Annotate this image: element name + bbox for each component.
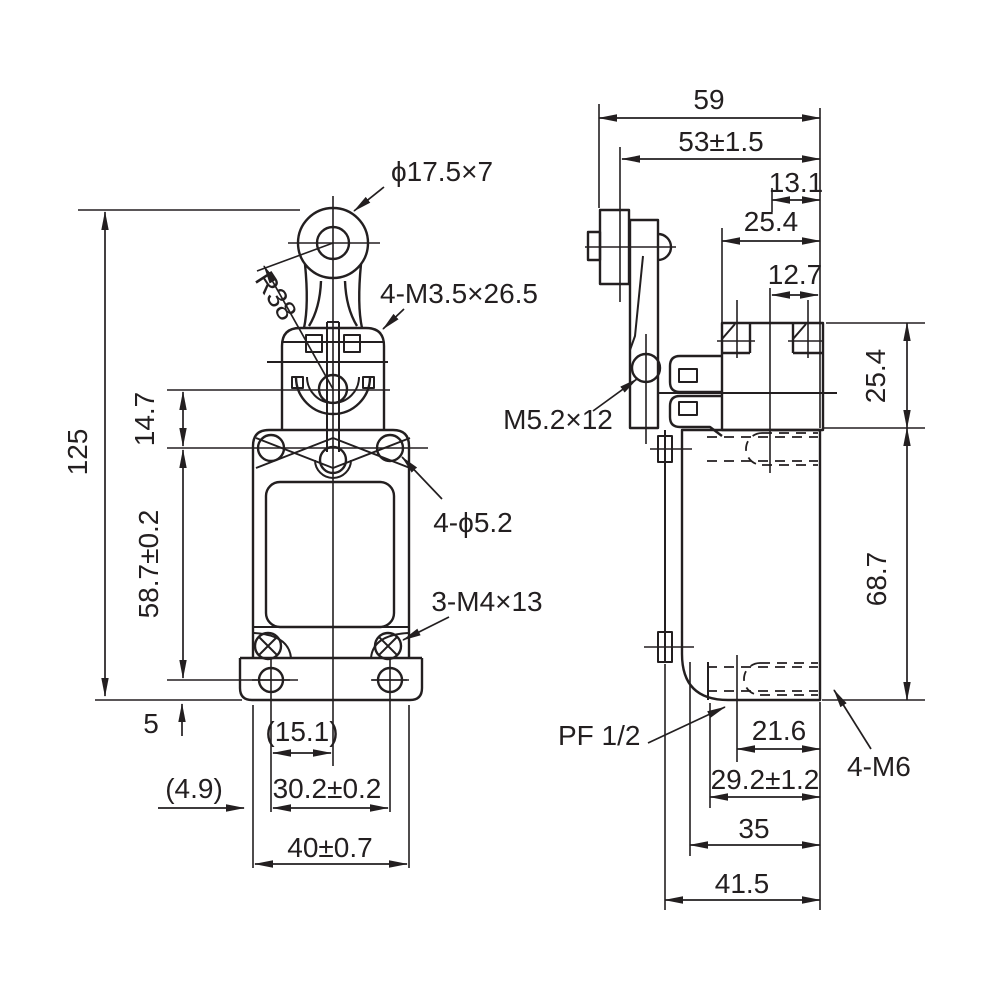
- side-extension-lines: [585, 104, 925, 910]
- cover-plate: [264, 480, 396, 629]
- dim-conduit-thread: PF 1/2: [558, 720, 640, 751]
- lever-plate: [628, 218, 660, 430]
- dim-screw-offset: 12.7: [768, 259, 823, 290]
- roller-hub: [315, 225, 351, 261]
- terminal-blade-2: [678, 401, 698, 416]
- side-lever: [586, 208, 673, 430]
- dim-conduit-offset: 21.6: [752, 715, 807, 746]
- dim-lever-screw: M5.2×12: [503, 404, 613, 435]
- terminal-upper: [668, 354, 722, 394]
- mounting-feet: [238, 658, 424, 702]
- bracket-tab-top: [657, 435, 673, 463]
- bracket-tab-bottom: [657, 631, 673, 663]
- roller-outer: [296, 206, 370, 280]
- cover-screw-left: [253, 631, 283, 661]
- dim-body-depth: 35: [738, 813, 769, 844]
- lever-screw-circle: [630, 352, 662, 384]
- mount-hole-top-right: [375, 433, 405, 463]
- dim-head-screws: 4-M3.5×26.5: [380, 278, 538, 309]
- dim-roller-center-depth: 53±1.5: [678, 126, 763, 157]
- m6-thread-holes: [707, 432, 818, 696]
- terminal-lower: [668, 394, 723, 437]
- dim-mount-holes: 4-ϕ5.2: [433, 507, 513, 538]
- dim-body-width: 40±0.7: [287, 832, 372, 863]
- roller-washer: [586, 230, 602, 262]
- dim-lever-radius: R38: [249, 266, 303, 326]
- dim-cover-screws: 3-M4×13: [431, 586, 542, 617]
- dim-hole-spacing-h: 30.2±0.2: [273, 773, 382, 804]
- dim-half-spacing: (15.1): [265, 716, 338, 747]
- dim-foot-offset: (4.9): [165, 773, 223, 804]
- dim-hole-spacing-v: 58.7±0.2: [133, 510, 164, 619]
- plunger-circle: [318, 445, 348, 475]
- dim-top-offset: 13.1: [769, 167, 824, 198]
- side-head: [658, 321, 837, 437]
- front-extension-lines: [78, 196, 428, 868]
- dim-overall-height: 125: [62, 429, 93, 476]
- dim-conduit-center: 29.2±1.2: [711, 764, 820, 795]
- mount-hole-top-left: [256, 433, 286, 463]
- dim-roller-diameter: ϕ17.5×7: [391, 156, 493, 187]
- side-view: 59 53±1.5 13.1 25.4 12.7 25.4 68.7 21.6 …: [503, 84, 925, 910]
- dim-head-to-hole: 14.7: [129, 392, 160, 447]
- dim-mount-thread: 4-M6: [847, 751, 911, 782]
- side-body: [657, 428, 822, 702]
- front-dimension-lines: [101, 186, 450, 868]
- dim-foot-height: 5: [143, 708, 159, 739]
- side-dimension-lines: [592, 114, 911, 904]
- switch-body: [238, 428, 424, 702]
- dim-head-depth: 25.4: [744, 206, 799, 237]
- dim-overall-depth: 59: [693, 84, 724, 115]
- dim-body-height: 68.7: [861, 552, 892, 607]
- switch-head: [267, 326, 388, 430]
- dim-head-height: 25.4: [860, 349, 891, 404]
- front-view: 125 14.7 58.7±0.2 5 (15.1) 30.2±0.2 40±0…: [62, 156, 543, 868]
- dim-bracket-depth: 41.5: [715, 868, 770, 899]
- terminal-blade-1: [678, 368, 698, 383]
